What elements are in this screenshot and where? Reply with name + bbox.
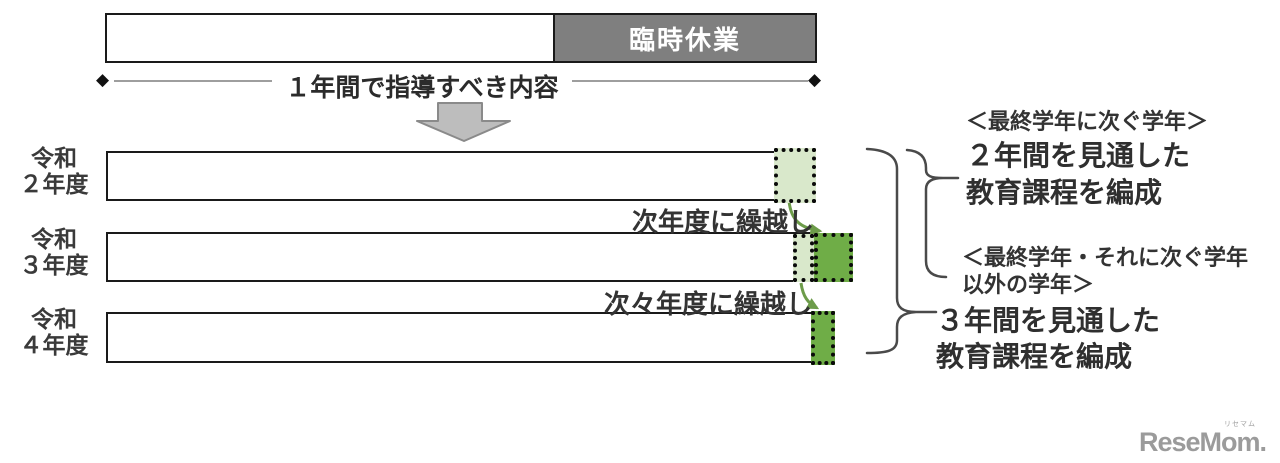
carryover-box-r3-light (793, 234, 814, 282)
carryover-label-next-year: 次年度に繰越し (631, 207, 814, 237)
annotation-three-year-line1: ３年間を見通した (936, 305, 1161, 336)
carryover-box-r3-dark (814, 233, 853, 282)
year-bar-reiwa2 (106, 151, 779, 201)
resemom-logo: ReseMom. (1138, 427, 1267, 457)
diamond-right-icon: ◆ (808, 70, 822, 89)
year-label-year: ２年度 (19, 171, 89, 197)
annotation-three-year-heading2: 以外の学年＞ (962, 272, 1095, 297)
year-label-reiwa3: 令和 ３年度 (8, 226, 100, 278)
down-arrow-icon (416, 102, 511, 142)
temporary-closure-segment: 臨時休業 (553, 15, 815, 61)
carryover-box-r2-light (774, 148, 816, 203)
carryover-box-r4-dark (811, 311, 835, 365)
year-label-year: ３年度 (19, 252, 89, 278)
year-label-era: 令和 (31, 226, 77, 252)
year-label-era: 令和 (31, 145, 77, 171)
year-label-reiwa4: 令和 ４年度 (8, 306, 100, 358)
year-bar-reiwa4 (106, 312, 814, 363)
temporary-closure-label: 臨時休業 (628, 24, 741, 55)
annotation-two-year-heading: ＜最終学年に次ぐ学年＞ (966, 109, 1209, 134)
annotation-two-year-line1: ２年間を見通した (966, 140, 1191, 171)
diamond-left-icon: ◆ (96, 70, 110, 89)
annotation-three-year-line2: 教育課程を編成 (936, 341, 1133, 372)
year-label-era: 令和 (31, 306, 77, 332)
annotation-two-year-line2: 教育課程を編成 (966, 177, 1163, 208)
year-bar-reiwa3 (106, 232, 813, 282)
annual-content-bar: 臨時休業 (105, 13, 817, 63)
carryover-label-two-years: 次々年度に繰越し (603, 289, 812, 319)
brace-two-year-icon (905, 148, 960, 279)
logo-ruby: リセマム (1224, 421, 1256, 428)
brace-three-year-icon (865, 147, 938, 355)
year-label-reiwa2: 令和 ２年度 (8, 145, 100, 197)
year-label-year: ４年度 (19, 332, 89, 358)
annotation-three-year-heading1: ＜最終学年・それに次ぐ学年 (962, 245, 1249, 270)
year-span-label: １年間で指導すべき内容 (272, 68, 572, 104)
